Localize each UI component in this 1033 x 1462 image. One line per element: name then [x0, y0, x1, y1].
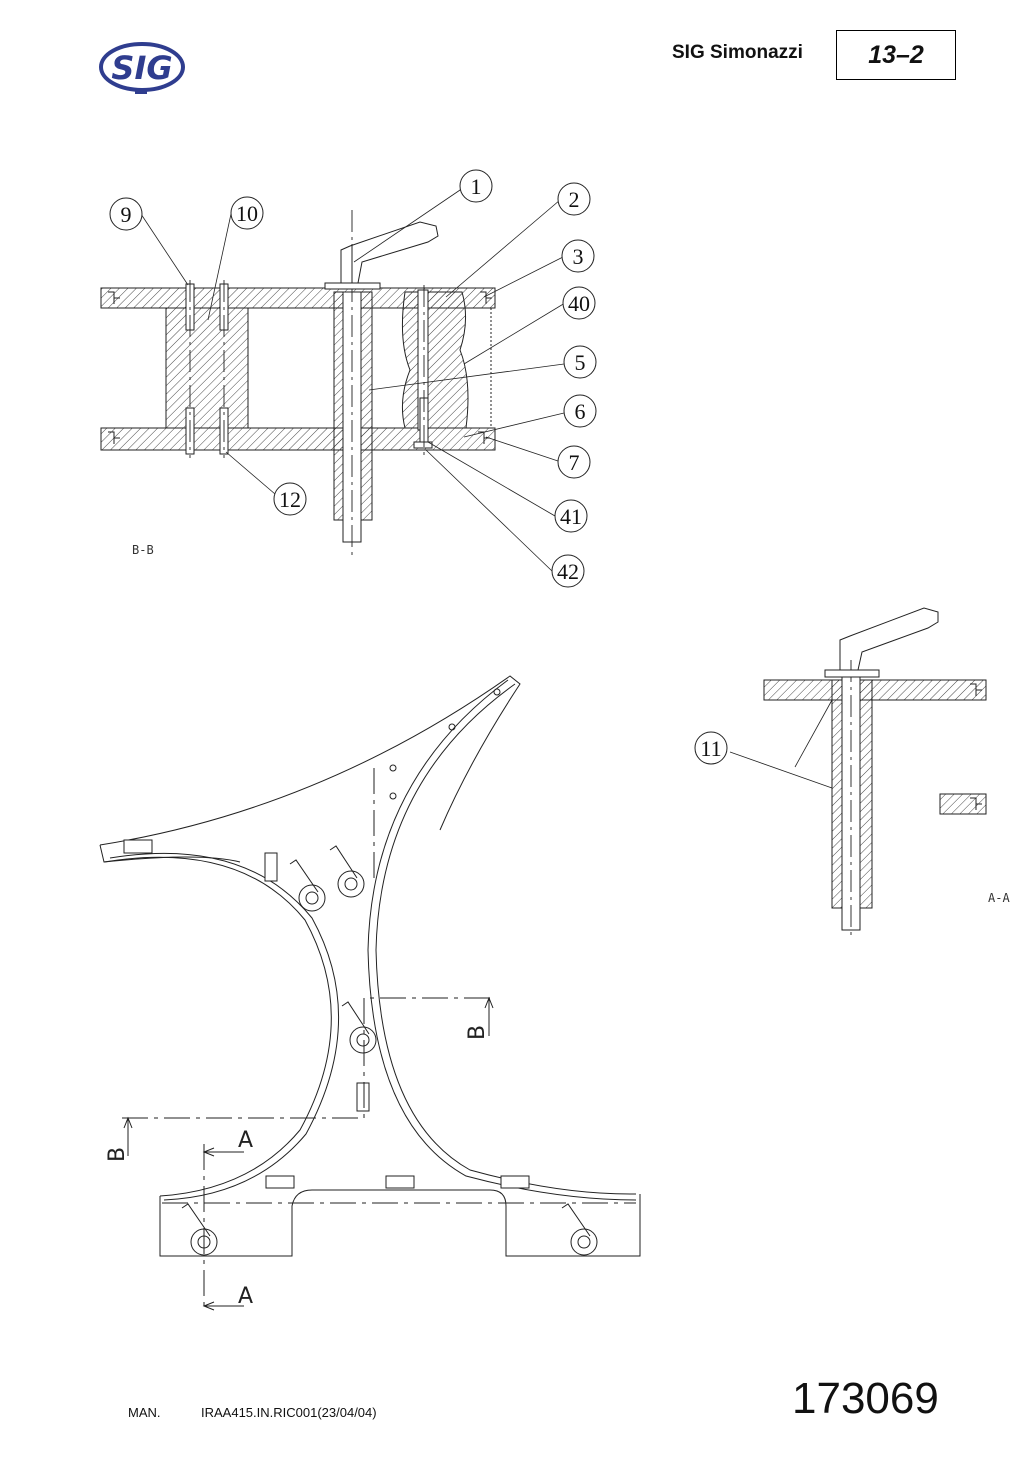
footer-man: MAN. — [128, 1405, 161, 1420]
callout-label: 40 — [568, 291, 590, 316]
callout-42: 42 — [551, 554, 585, 588]
callout-label: 7 — [569, 450, 580, 475]
logo-text: SIG — [111, 49, 172, 87]
view-label-bb: B-B — [132, 543, 154, 557]
section-marker-b-right: B — [465, 1025, 490, 1040]
drawing-number: 173069 — [792, 1374, 939, 1423]
callout-label: 9 — [121, 202, 132, 227]
callout-3: 3 — [561, 239, 595, 273]
section-marker-a-top: A — [238, 1128, 253, 1153]
callout-12: 12 — [273, 482, 307, 516]
callout-7: 7 — [557, 445, 591, 479]
callout-label: 2 — [569, 187, 580, 212]
callout-label: 10 — [236, 201, 258, 226]
page-number: 13–2 — [868, 40, 924, 69]
page-number-box: 13–2 — [836, 30, 956, 80]
callout-41: 41 — [554, 499, 588, 533]
callout-40: 40 — [562, 286, 596, 320]
section-bb-view — [100, 210, 496, 560]
callout-label: 11 — [700, 736, 721, 761]
callout-2: 2 — [557, 182, 591, 216]
footer-doc-ref: IRAA415.IN.RIC001(23/04/04) — [201, 1405, 377, 1420]
section-marker-a-bottom: A — [238, 1284, 253, 1309]
callout-5: 5 — [563, 345, 597, 379]
callout-10: 10 — [230, 196, 264, 230]
company-name: SIG Simonazzi — [672, 42, 803, 63]
section-aa-view — [763, 607, 987, 940]
callout-6: 6 — [563, 394, 597, 428]
callout-label: 5 — [575, 350, 586, 375]
section-marker-b-left: B — [105, 1147, 130, 1162]
callout-9: 9 — [109, 197, 143, 231]
callout-label: 1 — [471, 174, 482, 199]
plan-view — [99, 675, 641, 1312]
callout-label: 12 — [279, 487, 301, 512]
sig-logo: SIG — [99, 42, 185, 94]
callout-label: 3 — [573, 244, 584, 269]
view-label-aa: A-A — [988, 891, 1010, 905]
callout-leaders — [140, 187, 833, 789]
callout-label: 42 — [557, 559, 579, 584]
callout-label: 6 — [575, 399, 586, 424]
callout-1: 1 — [459, 169, 493, 203]
callout-11: 11 — [694, 731, 728, 765]
callout-label: 41 — [560, 504, 582, 529]
